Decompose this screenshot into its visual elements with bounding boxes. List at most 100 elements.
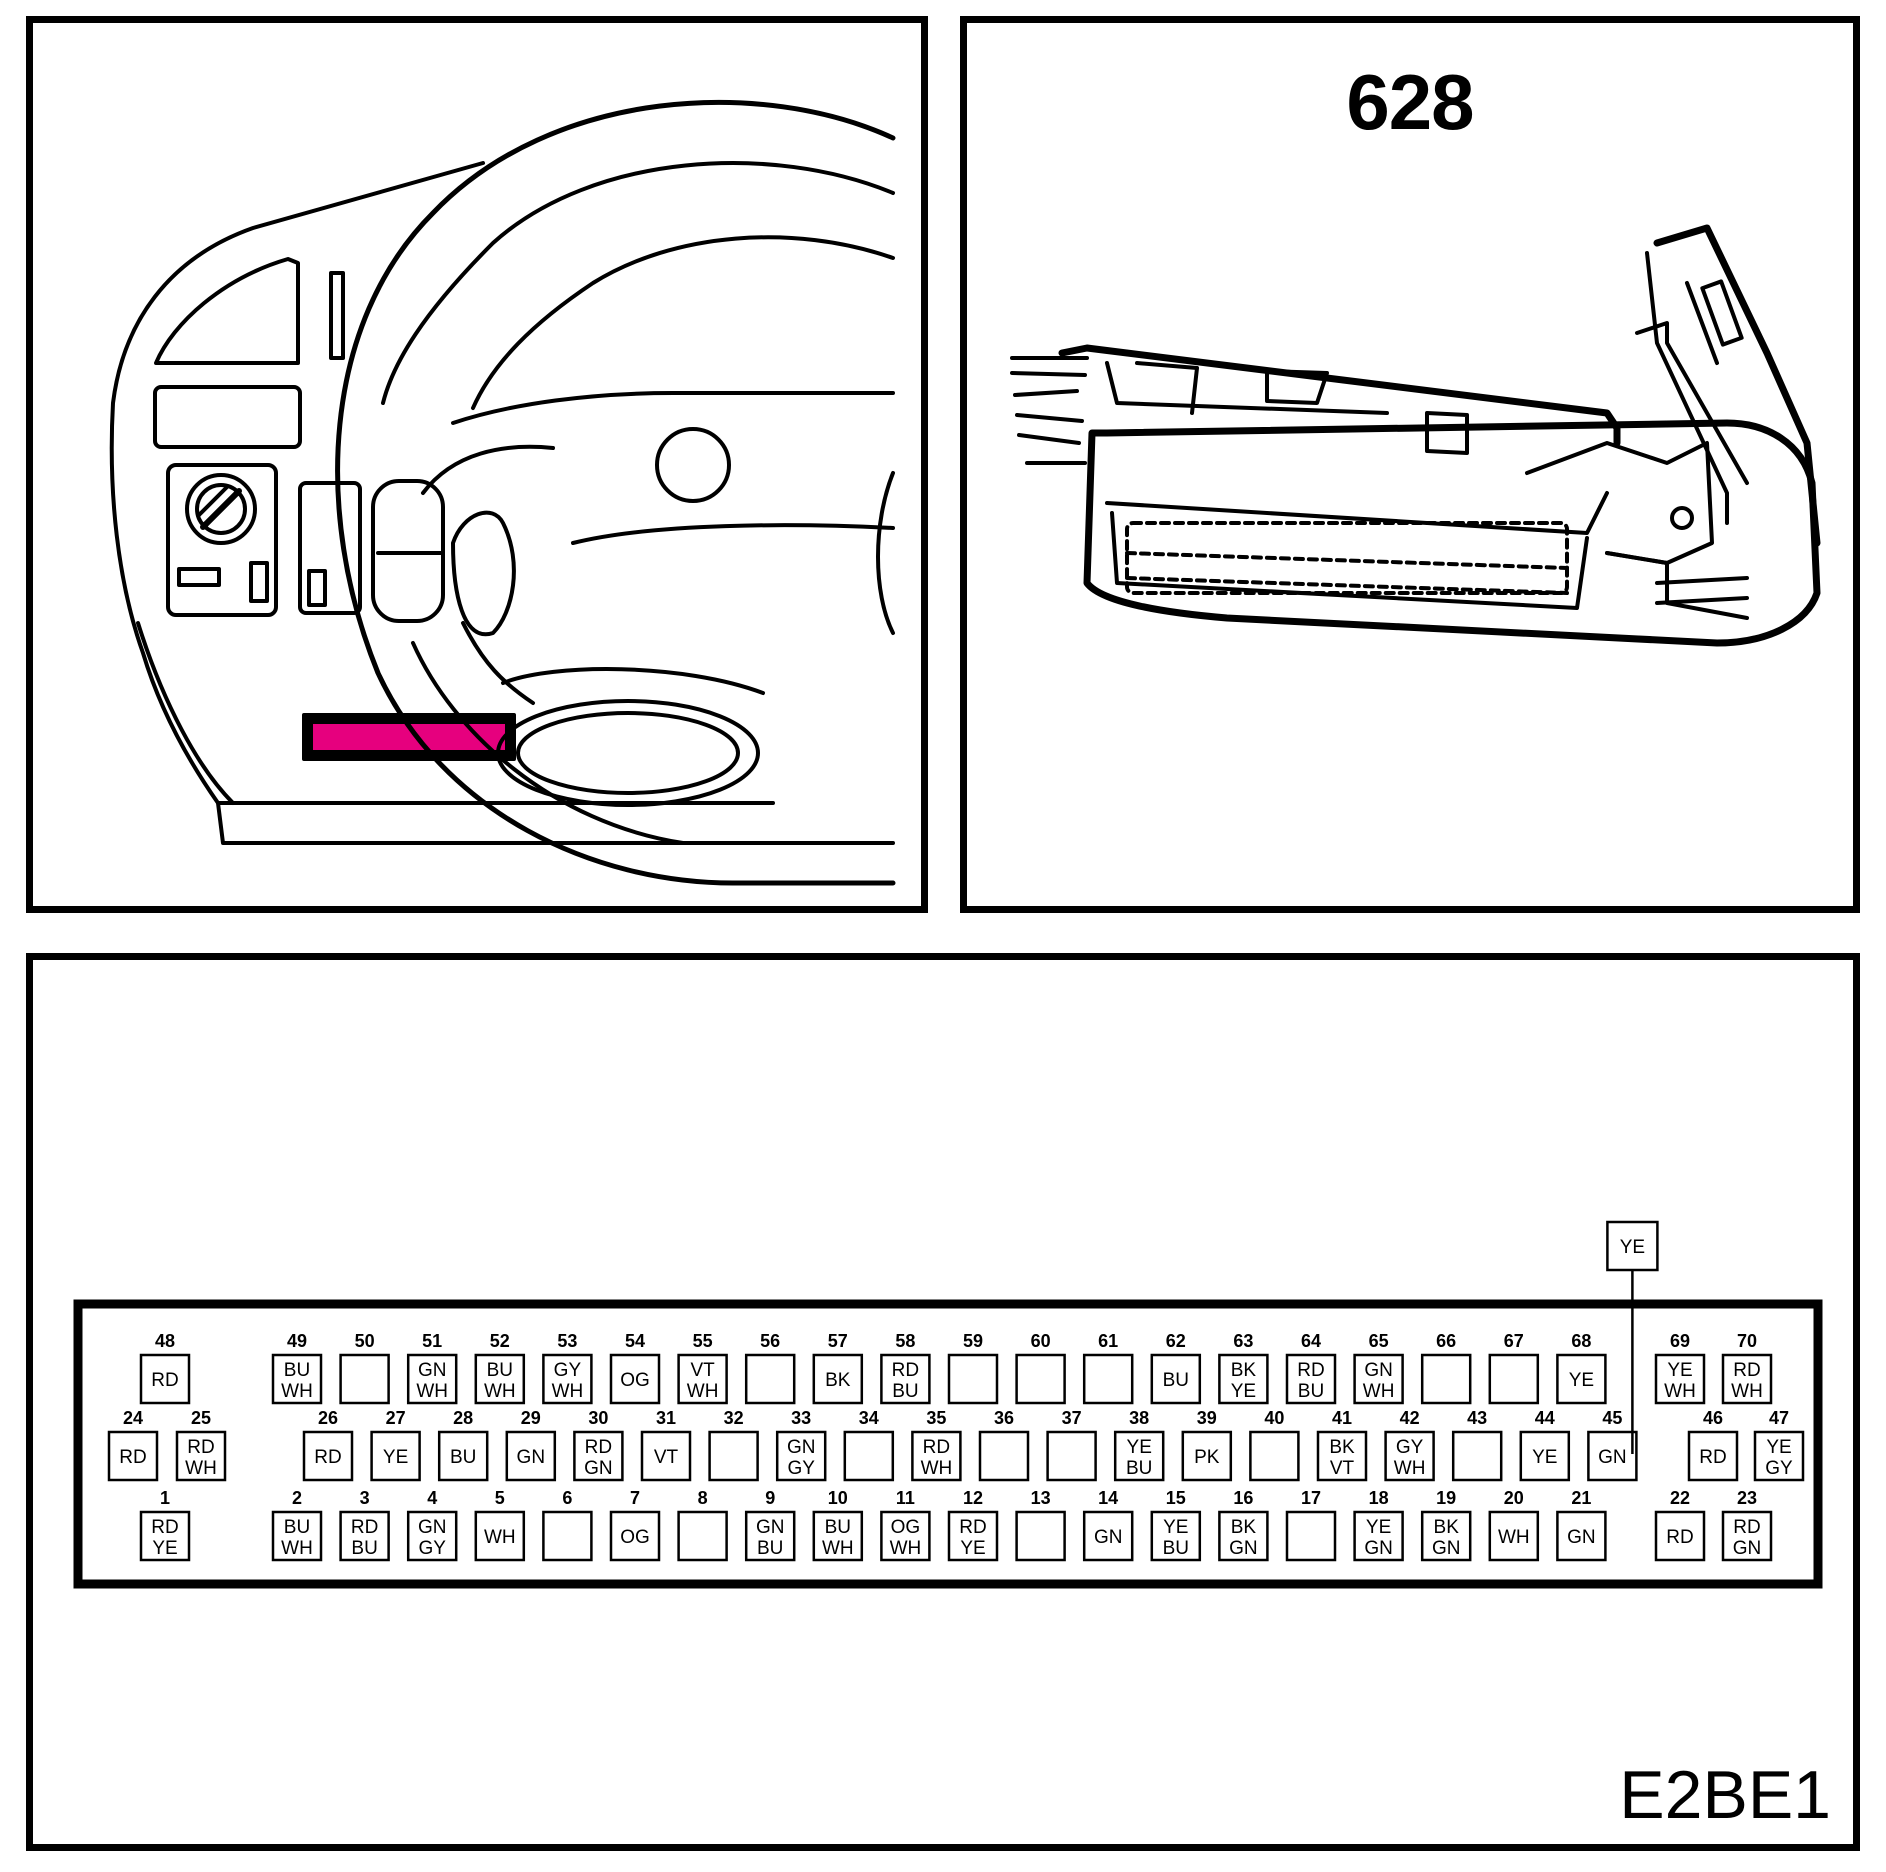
- wire-color-stripe: WH: [1731, 1381, 1763, 1402]
- pin-cavity: [744, 1510, 796, 1562]
- wire-color-primary: BU: [284, 1517, 310, 1538]
- pin-cavity: [1015, 1510, 1066, 1562]
- pin-number: 28: [453, 1408, 473, 1428]
- wire-color-stripe: WH: [484, 1381, 516, 1402]
- pin-number: 53: [557, 1331, 577, 1351]
- pin-cavity: [370, 1430, 421, 1482]
- pin-cavity: [406, 1510, 458, 1562]
- steering-wheel-rim: [335, 99, 896, 886]
- pin-number: 65: [1369, 1331, 1389, 1351]
- pin-number: 20: [1504, 1488, 1524, 1508]
- pin-cavity: [812, 1510, 864, 1562]
- pin-cavity: [978, 1430, 1030, 1482]
- pin-number: 64: [1301, 1331, 1321, 1351]
- pin-cavity: [1353, 1353, 1404, 1405]
- pin-number: 15: [1166, 1488, 1186, 1508]
- wire-color: YE: [1569, 1370, 1594, 1391]
- pin-number: 44: [1535, 1408, 1555, 1428]
- pin-number: 3: [360, 1488, 370, 1508]
- wire-color-stripe: GN: [1432, 1538, 1461, 1559]
- wire-color-stripe: WH: [1664, 1381, 1696, 1402]
- pin-number: 50: [355, 1331, 375, 1351]
- wire-color-stripe: WH: [416, 1381, 448, 1402]
- pin-number: 25: [191, 1408, 211, 1428]
- pin-cavity: [1249, 1430, 1300, 1482]
- pin-number: 7: [630, 1488, 640, 1508]
- pin-cavity: [1353, 1510, 1404, 1562]
- pin-number: 39: [1197, 1408, 1217, 1428]
- pin-cavity: [1218, 1353, 1269, 1405]
- pin-number: 6: [562, 1488, 572, 1508]
- pin-cavity: [1285, 1353, 1337, 1405]
- wire-color-primary: BU: [825, 1517, 851, 1538]
- pin-number: 14: [1098, 1488, 1118, 1508]
- pin-number: 26: [318, 1408, 338, 1428]
- wire-color: PK: [1194, 1447, 1220, 1468]
- pin-number: 32: [724, 1408, 744, 1428]
- wire-color-primary: VT: [690, 1360, 715, 1381]
- pin-number: 38: [1129, 1408, 1149, 1428]
- pin-number: 67: [1504, 1331, 1524, 1351]
- wire-color-stripe: WH: [822, 1538, 854, 1559]
- wire-color-stripe: WH: [687, 1381, 719, 1402]
- pin-cavity: [1384, 1430, 1435, 1482]
- component-number: 628: [1346, 58, 1474, 146]
- pin-number: 63: [1233, 1331, 1253, 1351]
- pin-cavity: [1753, 1430, 1805, 1482]
- pin-cavity: [1082, 1510, 1134, 1562]
- pin-6: 6: [542, 1488, 593, 1562]
- pin-number: 41: [1332, 1408, 1352, 1428]
- pin-67: 67: [1488, 1331, 1540, 1405]
- pin-17: 17: [1285, 1488, 1337, 1562]
- wire-color: RD: [1666, 1527, 1693, 1548]
- pin-5: 5WH: [474, 1488, 526, 1562]
- pin-number: 19: [1436, 1488, 1456, 1508]
- pin-cavity: [573, 1430, 624, 1482]
- wire-color-stripe: BU: [892, 1381, 918, 1402]
- pin-number: 8: [698, 1488, 708, 1508]
- pin-cavity: [947, 1510, 999, 1562]
- pin-number: 58: [895, 1331, 915, 1351]
- pin-number: 62: [1166, 1331, 1186, 1351]
- pin-cavity: [1181, 1430, 1233, 1482]
- wire-color-primary: YE: [1127, 1437, 1152, 1458]
- wire-color-primary: YE: [1163, 1517, 1188, 1538]
- wire-color-stripe: GN: [1733, 1538, 1762, 1559]
- pin-7: 7OG: [609, 1488, 661, 1562]
- pin-cavity: [1082, 1353, 1134, 1405]
- splice-wire-color: YE: [1620, 1237, 1645, 1258]
- connector-component-panel: 628: [960, 16, 1860, 913]
- wire-color-primary: BK: [1231, 1517, 1257, 1538]
- wire-color-stripe: WH: [281, 1381, 313, 1402]
- connector-face-outline: [73, 1299, 1823, 1589]
- wire-color: VT: [654, 1447, 679, 1468]
- pin-8: 8: [677, 1488, 728, 1562]
- wire-color: GN: [1094, 1527, 1123, 1548]
- pin-cavity: [843, 1430, 895, 1482]
- wire-color: BU: [1163, 1370, 1189, 1391]
- pin-cavity: [542, 1353, 593, 1405]
- wire-color-stripe: YE: [960, 1538, 985, 1559]
- pin-number: 57: [828, 1331, 848, 1351]
- pin-cavity: [1218, 1510, 1269, 1562]
- pin-cavity: [1113, 1430, 1165, 1482]
- pin-number: 45: [1602, 1408, 1622, 1428]
- wire-color-stripe: WH: [281, 1538, 313, 1559]
- pin-number: 33: [791, 1408, 811, 1428]
